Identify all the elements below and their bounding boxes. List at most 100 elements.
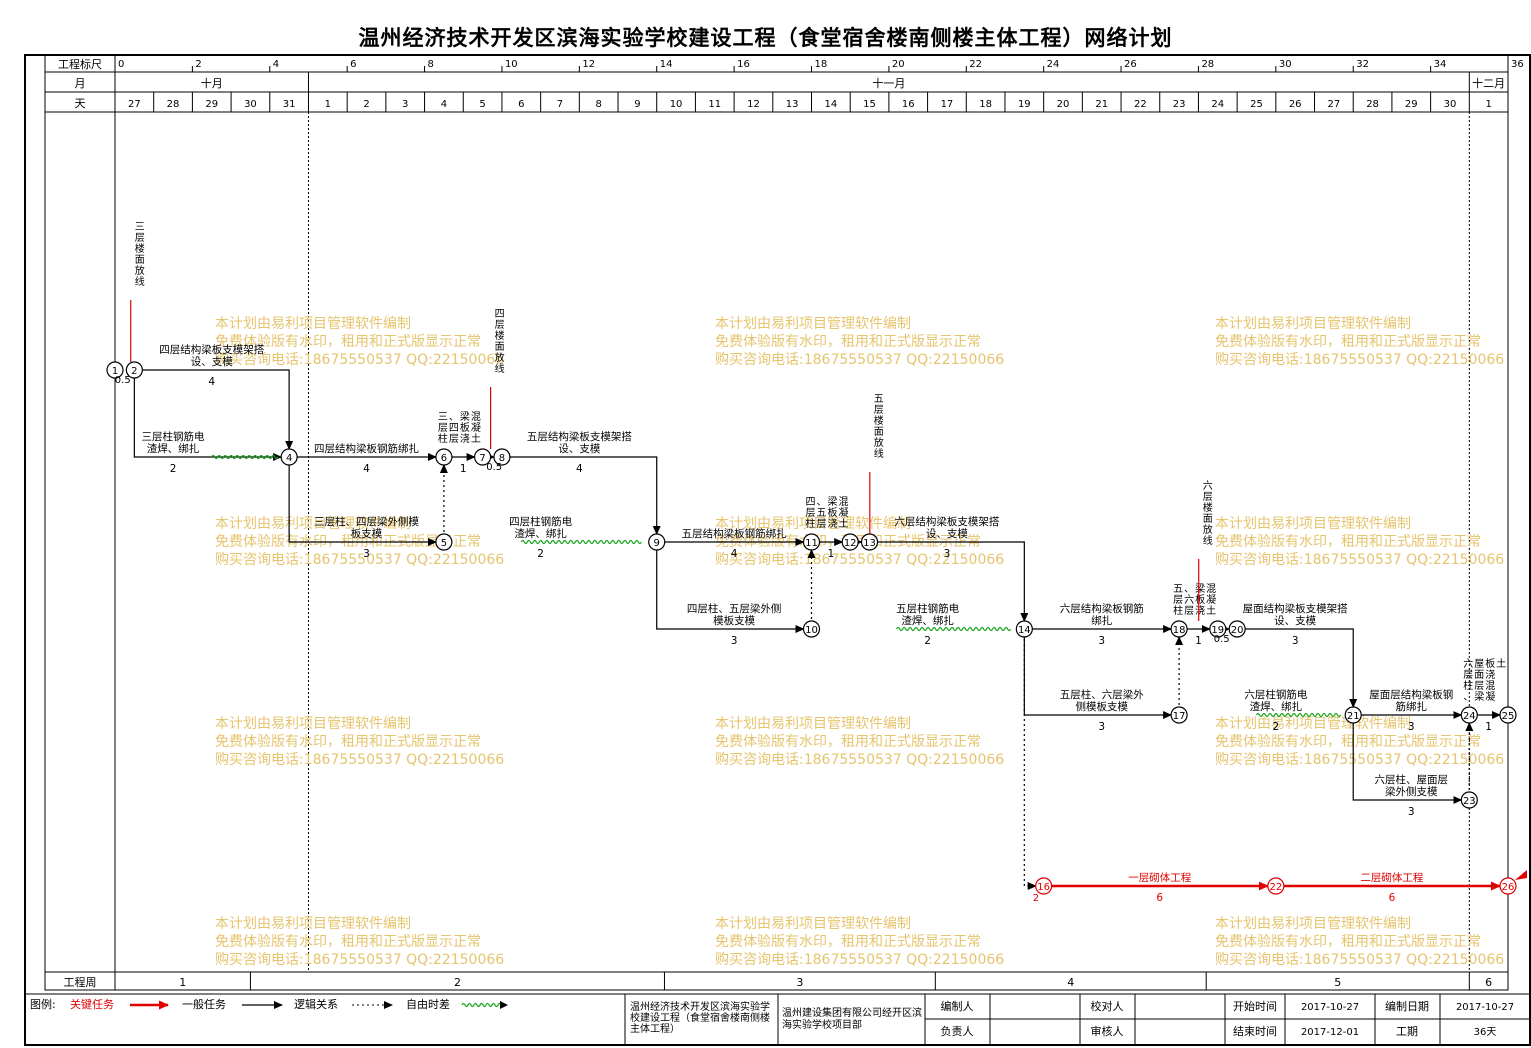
activity-arrow [869, 541, 1029, 622]
scale-tick-label: 28 [1201, 59, 1214, 70]
node-label: 4 [286, 453, 292, 464]
task-duration: 3 [944, 548, 951, 560]
scale-label: 工程标尺 [58, 57, 102, 71]
node-label: 16 [1037, 882, 1050, 893]
activity-arrow [656, 542, 805, 633]
node-label: 2 [131, 366, 137, 377]
task-duration: 4 [208, 376, 215, 388]
task-duration: 3 [1408, 721, 1415, 733]
layout-label: 层 [874, 404, 884, 416]
task-name: 渣焊、绑扎 [1250, 700, 1303, 713]
layout-label: 层 [1203, 491, 1213, 503]
task-name: 板支模 [351, 527, 383, 540]
layout-label: 面 [1203, 514, 1213, 525]
task-name: 屋 [1474, 658, 1484, 670]
watermark-text: 购买咨询电话:18675550537 QQ:22150066 [1215, 352, 1504, 368]
node-circle [802, 620, 821, 638]
scale-tick-label: 30 [1279, 59, 1292, 70]
scale-tick-label: 8 [428, 59, 434, 70]
day-cell: 24 [1211, 99, 1224, 110]
day-cell: 21 [1095, 99, 1108, 110]
scale-tick-label: 16 [737, 59, 750, 70]
node-label: 18 [1173, 625, 1186, 636]
week-cell: 1 [179, 976, 186, 989]
task-name: 设、支模 [926, 528, 968, 540]
layout-label: 楼 [495, 329, 505, 342]
task-name: 六层结构梁板钢筋 [1060, 602, 1144, 615]
task-name: 梁 [1474, 690, 1484, 703]
layout-label: 楼 [135, 242, 145, 255]
watermark-text: 本计划由易利项目管理软件编制 [215, 716, 411, 732]
task-duration: 3 [1408, 806, 1415, 818]
task-name: 混 [471, 411, 481, 423]
free-float-line [1255, 712, 1342, 718]
task-name: 凝 [1206, 594, 1216, 606]
day-cell: 25 [1250, 99, 1263, 110]
activity-arrow [501, 456, 661, 535]
watermark-text: 免费体验版有水印，租用和正式版显示正常 [1215, 734, 1481, 750]
task-name: 层 [1463, 669, 1473, 681]
task-duration: 3 [1098, 635, 1105, 647]
task-name: 梁外侧支模 [1385, 785, 1438, 798]
task-name: 土 [1496, 657, 1506, 670]
scale-tick-label: 10 [505, 59, 518, 70]
layout-label: 三 [135, 222, 145, 233]
task-duration: 3 [731, 635, 738, 647]
day-cell: 23 [1173, 99, 1186, 110]
scale-tick-label: 6 [350, 59, 356, 70]
layout-label: 面 [135, 255, 145, 266]
week-cell: 2 [454, 976, 461, 989]
task-name: 六 [1184, 594, 1194, 606]
task-name: 柱 [1173, 604, 1183, 617]
node-circle [106, 361, 124, 379]
task-name: 侧模板支模 [1075, 700, 1128, 713]
watermark-text: 免费体验版有水印，租用和正式版显示正常 [715, 334, 981, 350]
task-name: 四层结构梁板钢筋绑扎 [314, 442, 419, 455]
task-name: 五层柱、六层梁外 [1060, 688, 1144, 701]
layout-label: 线 [135, 275, 145, 288]
day-cell: 15 [863, 99, 876, 110]
free-float-line [211, 454, 279, 460]
week-cell: 6 [1485, 976, 1492, 989]
task-name: 三 [438, 412, 448, 423]
task-name: 混 [1485, 680, 1495, 692]
watermark-text: 本计划由易利项目管理软件编制 [215, 916, 411, 932]
node-label: 8 [499, 453, 505, 464]
task-name: 浇 [460, 432, 470, 445]
task-name: 面 [1474, 670, 1484, 681]
watermark-text: 购买咨询电话:18675550537 QQ:22150066 [715, 752, 1004, 768]
task-name: 层 [1474, 680, 1484, 692]
node-label: 5 [441, 538, 447, 549]
node-circle [802, 533, 821, 551]
activity-arrow [288, 457, 437, 546]
task-name: 梁 [827, 495, 837, 508]
watermark-text: 本计划由易利项目管理软件编制 [215, 516, 411, 532]
node-label: 10 [805, 625, 818, 636]
activity-arrow [1023, 629, 1037, 890]
day-cell: 10 [670, 99, 683, 110]
watermark-text: 购买咨询电话:18675550537 QQ:22150066 [215, 752, 504, 768]
footer-company: 温州建设集团有限公司经开区滨 [782, 1006, 922, 1019]
day-cell: 11 [708, 99, 721, 110]
task-name: 三层柱、四层梁外侧模 [314, 515, 419, 528]
legend-normal: 一般任务 [182, 998, 226, 1011]
scale-tick-label: 24 [1047, 59, 1060, 70]
day-cell: 13 [786, 99, 799, 110]
scale-tick-label: 22 [969, 59, 982, 70]
week-cell: 5 [1334, 976, 1341, 989]
node-circle [1209, 620, 1227, 638]
node-label: 9 [654, 538, 660, 549]
task-name: 六层柱钢筋电 [1244, 688, 1307, 701]
task-name: 设、支模 [1274, 615, 1316, 627]
watermark-text: 免费体验版有水印，租用和正式版显示正常 [215, 934, 481, 950]
task-name: 层 [1173, 594, 1183, 606]
node-label: 12 [844, 538, 857, 549]
task-name: 层 [449, 433, 459, 445]
task-duration: 1 [1195, 635, 1202, 647]
task-name: 、 [1184, 584, 1194, 595]
layout-label: 层 [135, 232, 145, 244]
scale-tick-label: 20 [892, 59, 905, 70]
task-name: 土 [471, 432, 481, 445]
watermark-text: 免费体验版有水印，租用和正式版显示正常 [1215, 934, 1481, 950]
